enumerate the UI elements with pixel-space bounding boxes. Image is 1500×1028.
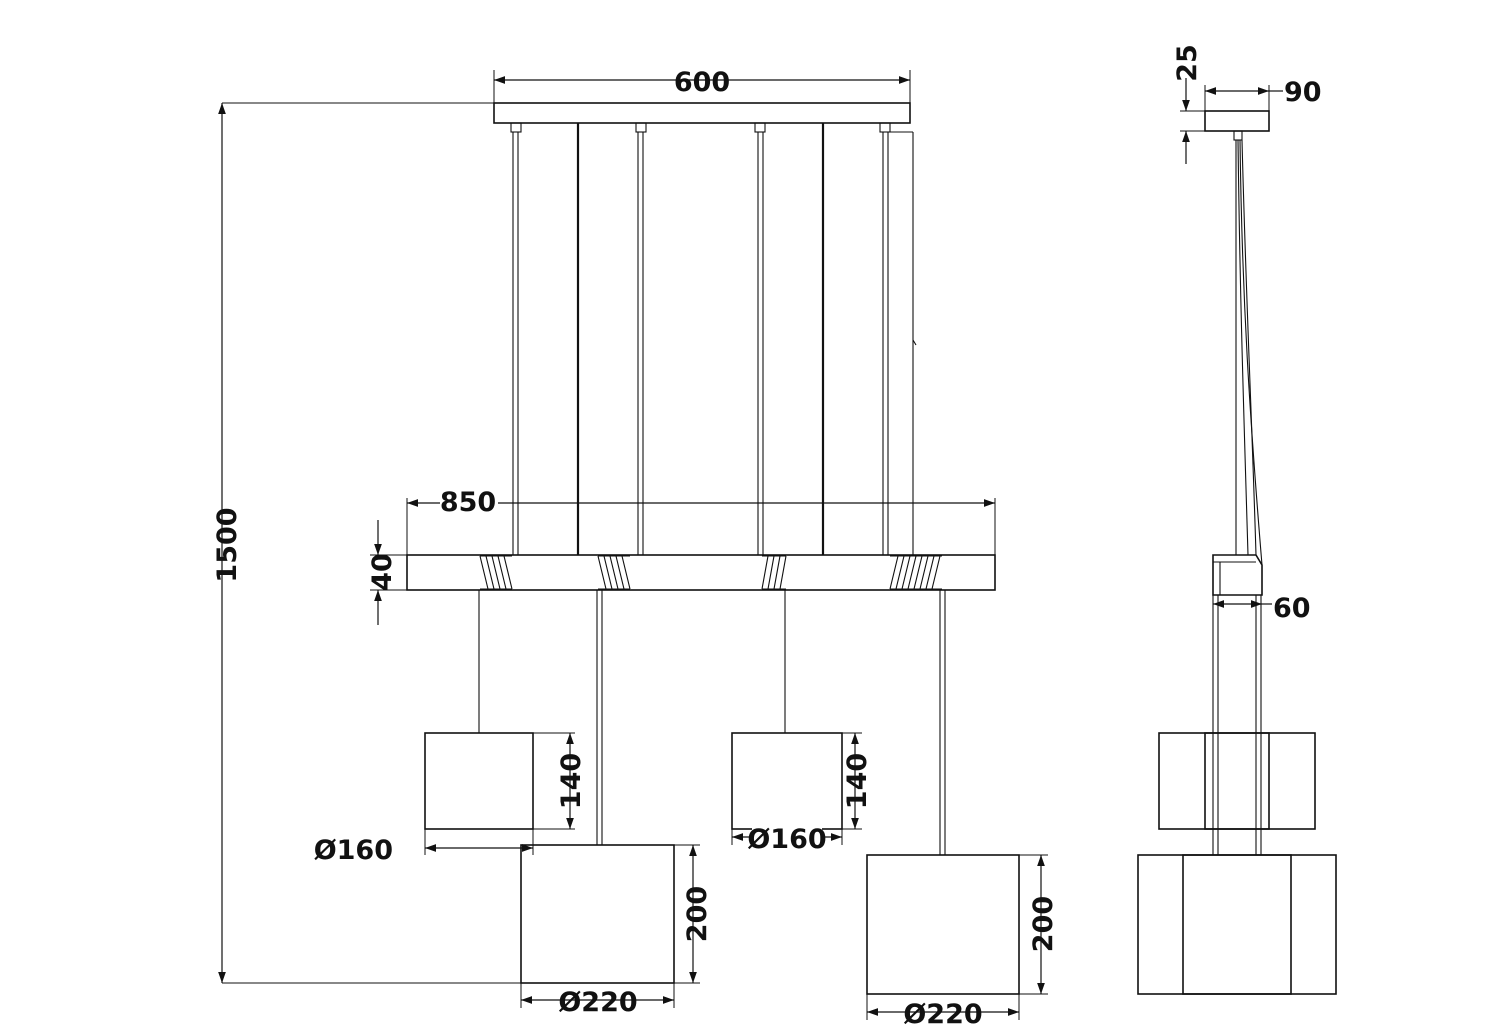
dim-side-canopy-width: 90 <box>1204 77 1322 111</box>
dim-bar-height: 40 <box>367 520 407 625</box>
dim-small-shade-left-height: 140 <box>533 732 587 830</box>
dim-850-label: 850 <box>440 487 496 518</box>
large-shade-right <box>866 854 1020 995</box>
shade-cables <box>478 590 946 855</box>
side-canopy <box>1204 110 1270 132</box>
small-shade-left <box>424 732 534 830</box>
dim-canopy-width: 600 <box>493 67 911 103</box>
front-bar <box>406 554 996 591</box>
dim-large-shade-right-diameter: Ø220 <box>866 994 1020 1028</box>
dim-600-label: 600 <box>674 67 730 98</box>
dim-60-label: 60 <box>1273 593 1311 624</box>
suspension-cables <box>512 123 917 555</box>
dim-1500-label: 1500 <box>212 507 243 582</box>
cable-wraps <box>479 555 942 590</box>
side-large-shades <box>1137 854 1337 995</box>
dim-220-left-label: Ø220 <box>558 987 637 1018</box>
side-bar-profile <box>1212 554 1263 596</box>
dim-25-label: 25 <box>1172 44 1203 82</box>
dim-160-right-label: Ø160 <box>747 824 826 855</box>
dim-200-left-label: 200 <box>682 886 713 942</box>
front-canopy <box>493 102 911 124</box>
dim-40-label: 40 <box>367 553 398 591</box>
large-shade-left <box>520 844 675 984</box>
dim-side-bar-width: 60 <box>1213 593 1311 624</box>
dim-small-shade-right-diameter: Ø160 <box>731 823 843 855</box>
side-small-shades <box>1158 732 1316 830</box>
dim-large-shade-left-diameter: Ø220 <box>520 983 675 1018</box>
canopy-connectors <box>510 122 891 133</box>
dim-140-right-label: 140 <box>842 753 873 809</box>
side-view: 25 90 60 <box>1137 44 1337 995</box>
dim-200-right-label: 200 <box>1028 896 1059 952</box>
dim-bar-length: 850 <box>406 486 996 555</box>
dim-220-right-label: Ø220 <box>903 999 982 1028</box>
dim-140-left-label: 140 <box>556 753 587 809</box>
small-shade-right <box>731 732 843 830</box>
dim-small-shade-left-diameter: Ø160 <box>314 829 534 866</box>
dim-total-height: 1500 <box>212 102 521 984</box>
dim-large-shade-right-height: 200 <box>1019 854 1059 995</box>
dim-160-left-label: Ø160 <box>314 835 393 866</box>
dim-90-label: 90 <box>1284 77 1322 108</box>
front-view: 600 1500 850 40 <box>212 67 1059 1028</box>
dim-small-shade-right-height: 140 <box>842 732 873 830</box>
dim-side-canopy-height: 25 <box>1172 44 1205 164</box>
dim-large-shade-left-height: 200 <box>674 844 713 984</box>
side-drop-cables <box>1212 595 1262 855</box>
side-canopy-connector <box>1233 130 1243 141</box>
side-cables <box>1235 139 1263 566</box>
